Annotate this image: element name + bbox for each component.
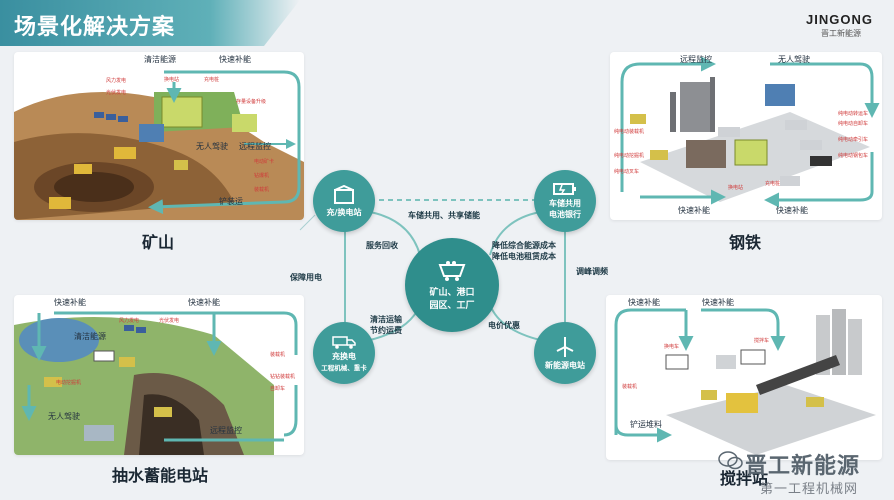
mixing-loader: 装载机: [622, 384, 638, 390]
steel-e-steel: 纯电动钢包车: [838, 153, 869, 159]
watermark-brand: 晋工新能源: [745, 454, 861, 479]
pumped-solar-power: 光伏发电: [159, 318, 180, 324]
link-clean-transport-1: 清洁运输: [370, 315, 402, 324]
link-guarantee-power: 保障用电: [290, 273, 322, 282]
header-banner: [0, 0, 300, 46]
brand-logo: JINGONG 晋工新能源: [806, 12, 876, 46]
mine-charging-pile: 充电桩: [204, 77, 220, 83]
hub-center-line1: 矿山、港口: [429, 287, 475, 298]
pumped-clean-energy: 清洁能源: [74, 332, 106, 341]
hub-swap-station: 充/换电站: [313, 170, 375, 232]
mine-charging-station: 换电站: [164, 77, 180, 83]
hub-center: 矿山、港口 园区、工厂: [405, 238, 499, 332]
page-title: 场景化解决方案: [14, 15, 176, 40]
steel-e-loader: 纯电动装载机: [614, 129, 645, 135]
hub-swap-vehicle-line1: 充换电: [332, 351, 356, 361]
pumped-fast-charge-left: 快速补能: [54, 298, 86, 307]
hub-swap-station-label: 充/换电站: [326, 207, 362, 217]
scene-mixing-station: 快速补能 快速补能 换电车 搅拌车 装载机 铲运堆料: [606, 295, 882, 460]
battery-icon: [553, 183, 576, 195]
steel-e-tractor: 纯电动牵引车: [838, 137, 869, 143]
mine-electric-truck: 电动矿卡: [254, 159, 275, 165]
mine-remote: 远程监控: [239, 142, 271, 151]
mine-solar-power: 光伏发电: [106, 90, 127, 96]
hub-new-energy-label: 新能源电站: [545, 360, 585, 370]
scene-mine: 清洁能源 快速补能 风力发电 光伏发电 换电站 充电桩 存量设备升级 无人驾驶 …: [14, 52, 304, 220]
wechat-icon: [718, 451, 743, 470]
mixing-shovel: 铲运堆料: [630, 420, 662, 429]
scene-pumped-title: 抽水蓄能电站: [112, 466, 209, 485]
mine-shovel: 铲装运: [219, 197, 243, 206]
hub-battery-bank-line1: 车储共用: [549, 199, 581, 208]
link-price-advantage: 电价优惠: [488, 321, 520, 330]
scene-mixing-title: 搅拌站: [720, 469, 769, 488]
mine-storage-upgrade: 存量设备升级: [236, 99, 267, 105]
logo-brand: JINGONG: [806, 12, 873, 27]
pumped-drill-rig: 钻钻装载机: [270, 374, 296, 380]
mine-cart-icon: [438, 260, 466, 281]
mine-drill: 钻爆机: [254, 173, 270, 179]
hub-center-line2: 园区、工厂: [429, 300, 475, 311]
mixing-swap: 换电车: [664, 344, 680, 350]
link-service-recovery: 服务回收: [366, 241, 398, 250]
pumped-wind-power: 风力发电: [119, 318, 140, 324]
link-cost-line2: 降低电池租赁成本: [492, 252, 556, 261]
steel-fast-charge-right: 快速补能: [776, 206, 808, 215]
link-shared-storage: 车储共用、共享储能: [408, 211, 480, 220]
hub-battery-bank: 车储共用 电池银行: [534, 170, 596, 232]
hub-swap-vehicle: 充换电 工程机械、重卡: [313, 322, 375, 384]
pumped-unmanned: 无人驾驶: [48, 412, 80, 421]
mixing-fast-charge-left: 快速补能: [628, 298, 660, 307]
truck-icon: [332, 335, 356, 349]
mine-unmanned: 无人驾驶: [196, 142, 228, 151]
steel-e-transport: 纯电动转运车: [838, 111, 869, 117]
pumped-remote: 远程监控: [210, 426, 242, 435]
steel-illustration: [620, 56, 880, 208]
scene-pumped-storage: 快速补能 快速补能 清洁能源 风力发电 光伏发电 装载机 钻钻装载机 自卸车 电…: [14, 295, 304, 455]
pumped-e-excavator: 电动挖掘机: [56, 380, 82, 386]
mixing-mixer: 搅拌车: [754, 338, 770, 344]
mine-clean-energy: 清洁能源: [144, 55, 176, 64]
mine-fast-charge: 快速补能: [219, 55, 251, 64]
hub-new-energy: 新能源电站: [534, 322, 596, 384]
mixing-illustration: [614, 308, 876, 455]
logo-tagline: 晋工新能源: [821, 29, 861, 38]
pumped-loader: 装载机: [270, 352, 286, 358]
steel-e-forklift: 纯电动叉车: [614, 169, 640, 175]
scene-steel: 远程监控 无人驾驶 纯电动转运车 纯电动自卸车 纯电动牵引车 纯电动钢包车 纯电…: [610, 52, 882, 220]
steel-e-excavator: 纯电动挖掘机: [614, 153, 645, 159]
steel-remote: 远程监控: [680, 55, 712, 64]
mine-illustration: [14, 70, 304, 220]
hub-swap-vehicle-line2: 工程机械、重卡: [321, 363, 367, 372]
pumped-fast-charge-right: 快速补能: [188, 298, 220, 307]
mixing-fast-charge-right: 快速补能: [702, 298, 734, 307]
scene-mine-title: 矿山: [142, 233, 175, 252]
steel-fast-charge-left: 快速补能: [678, 206, 710, 215]
steel-unmanned: 无人驾驶: [778, 55, 810, 64]
watermark-sub: 第一工程机械网: [760, 482, 859, 497]
hub-battery-bank-line2: 电池银行: [549, 210, 581, 219]
steel-swap-station: 换电站: [728, 185, 744, 191]
steel-e-dump: 纯电动自卸车: [838, 121, 869, 127]
link-cost-line1: 降低综合能源成本: [492, 241, 556, 250]
mine-wind-power: 风力发电: [106, 78, 127, 84]
pumped-dump: 自卸车: [270, 386, 286, 392]
box-icon: [334, 184, 354, 204]
wind-turbine-icon: [556, 336, 574, 357]
steel-charge-pile: 充电桩: [765, 181, 781, 187]
link-peak-shaving: 调峰调频: [576, 267, 608, 276]
pumped-illustration: [14, 311, 298, 455]
link-clean-transport-2: 节约运费: [370, 326, 402, 335]
mine-loader: 装载机: [254, 187, 270, 193]
scene-steel-title: 钢铁: [729, 233, 762, 252]
